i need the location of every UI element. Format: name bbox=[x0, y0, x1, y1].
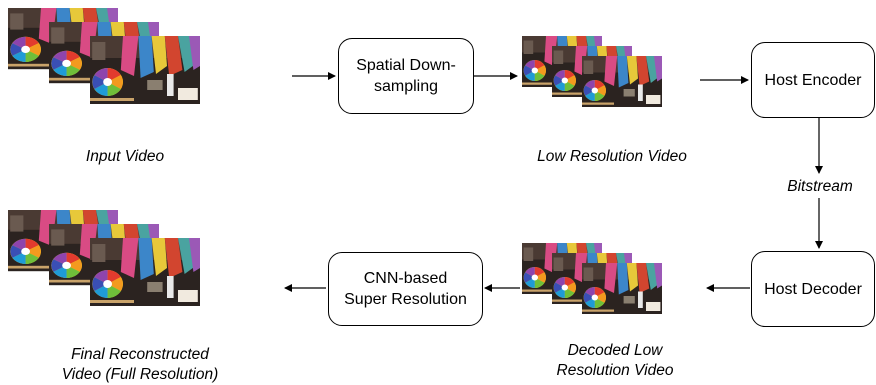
input-video-caption: Input Video bbox=[85, 148, 165, 165]
cnn-super-resolution-box: CNN-based Super Resolution bbox=[328, 252, 483, 326]
final-reconstructed-caption: Final Reconstructed Video (Full Resoluti… bbox=[20, 345, 260, 385]
low-resolution-video-caption: Low Resolution Video bbox=[537, 148, 687, 165]
decoded-caption-line2: Resolution Video bbox=[556, 362, 674, 379]
decoded-caption-line1: Decoded Low bbox=[567, 342, 663, 359]
final-caption-line2: Video (Full Resolution) bbox=[61, 366, 219, 383]
host-decoder-box: Host Decoder bbox=[751, 251, 875, 327]
spatial-downsampling-box: Spatial Down- sampling bbox=[338, 38, 474, 114]
host-encoder-box: Host Encoder bbox=[751, 42, 875, 118]
bitstream-caption: Bitstream bbox=[787, 178, 853, 195]
final-caption-line1: Final Reconstructed bbox=[71, 346, 209, 363]
decoded-low-resolution-caption: Decoded Low Resolution Video bbox=[525, 341, 705, 381]
